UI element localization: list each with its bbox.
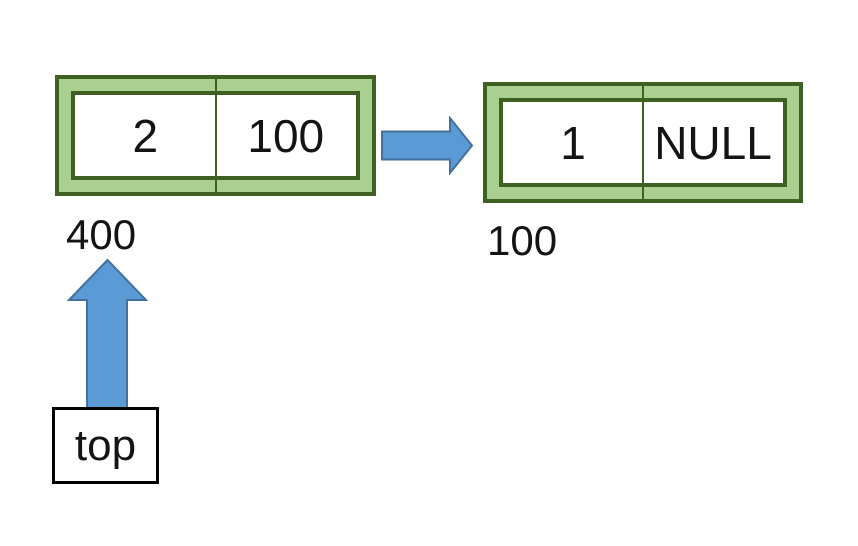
node-data-cell: 1	[560, 116, 586, 169]
top-pointer-label: top	[74, 420, 137, 470]
node-next-cell: 100	[247, 109, 325, 162]
top-pointer-box: top	[52, 407, 159, 484]
stack-node-100: 1 NULL	[483, 82, 803, 203]
node-address-label: 100	[487, 217, 558, 264]
stack-node-400: 2 100	[55, 75, 376, 196]
cell-divider	[642, 86, 644, 199]
node-address-label: 400	[66, 211, 137, 258]
node-next-cell: NULL	[654, 116, 772, 169]
node-data-cell: 2	[132, 109, 159, 162]
top-pointer-arrow-icon	[67, 258, 148, 410]
next-pointer-arrow-icon	[381, 116, 474, 175]
cell-divider	[214, 79, 217, 192]
